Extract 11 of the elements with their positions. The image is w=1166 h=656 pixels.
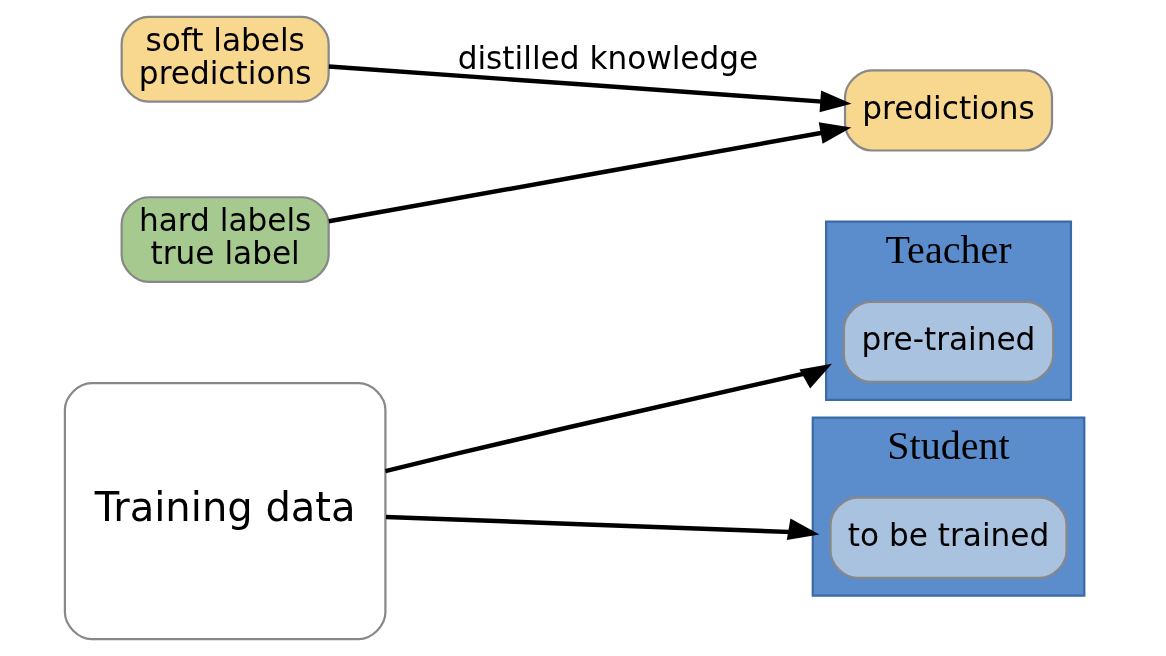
arrow [327,122,851,224]
arrow [385,514,819,541]
arrow [328,64,851,113]
node-box: soft labels predictions [120,15,330,103]
node-box: pre-trained [842,300,1054,384]
node-box: to be trained [828,496,1068,579]
edge-label: distilled knowledge [457,39,758,76]
node-box: hard labels true label [120,196,330,283]
node-box: predictions [843,69,1053,152]
node-box: Training data [63,381,387,641]
arrow [384,363,832,474]
